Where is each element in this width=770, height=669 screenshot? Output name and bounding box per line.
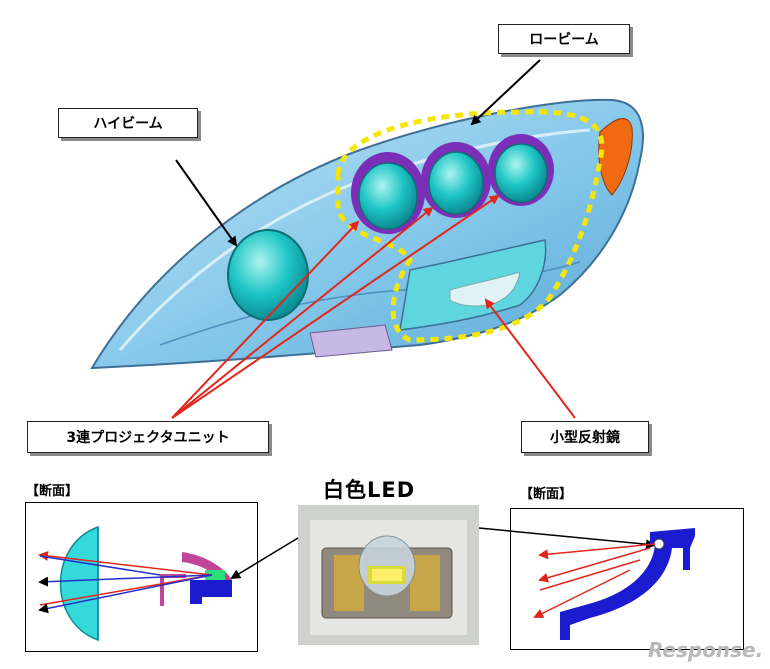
right-cross-section-panel: [510, 508, 744, 650]
white-led-title: 白色LED: [323, 478, 416, 502]
response-watermark: Response.: [648, 638, 764, 662]
left-section-label: 【断面】: [26, 484, 79, 499]
low-beam-outline: [335, 109, 605, 343]
led-pointer-left: [230, 537, 299, 580]
projector-units-label: 3連プロジェクタユニット: [27, 421, 269, 453]
led-pointer-right: [478, 527, 656, 550]
projector-lens-2: [421, 142, 491, 218]
right-section-label: 【断面】: [520, 487, 573, 502]
low-beam-pointer: [470, 59, 541, 126]
projector-pointers: [171, 194, 500, 419]
high-beam-pointer: [175, 159, 238, 247]
small-reflector-pointer: [484, 298, 576, 419]
projector-cross-section: [38, 525, 232, 642]
high-beam-lens: [227, 229, 309, 321]
projector-lens-1: [351, 152, 425, 234]
high-beam-label: ハイビーム: [58, 108, 198, 138]
reflector-cross-section: [533, 528, 695, 640]
white-led-photo: [298, 505, 479, 645]
small-reflector-label: 小型反射鏡: [521, 421, 649, 453]
projector-lens-3: [488, 134, 554, 206]
left-cross-section-panel: [25, 502, 258, 652]
low-beam-label: ロービーム: [498, 24, 630, 54]
